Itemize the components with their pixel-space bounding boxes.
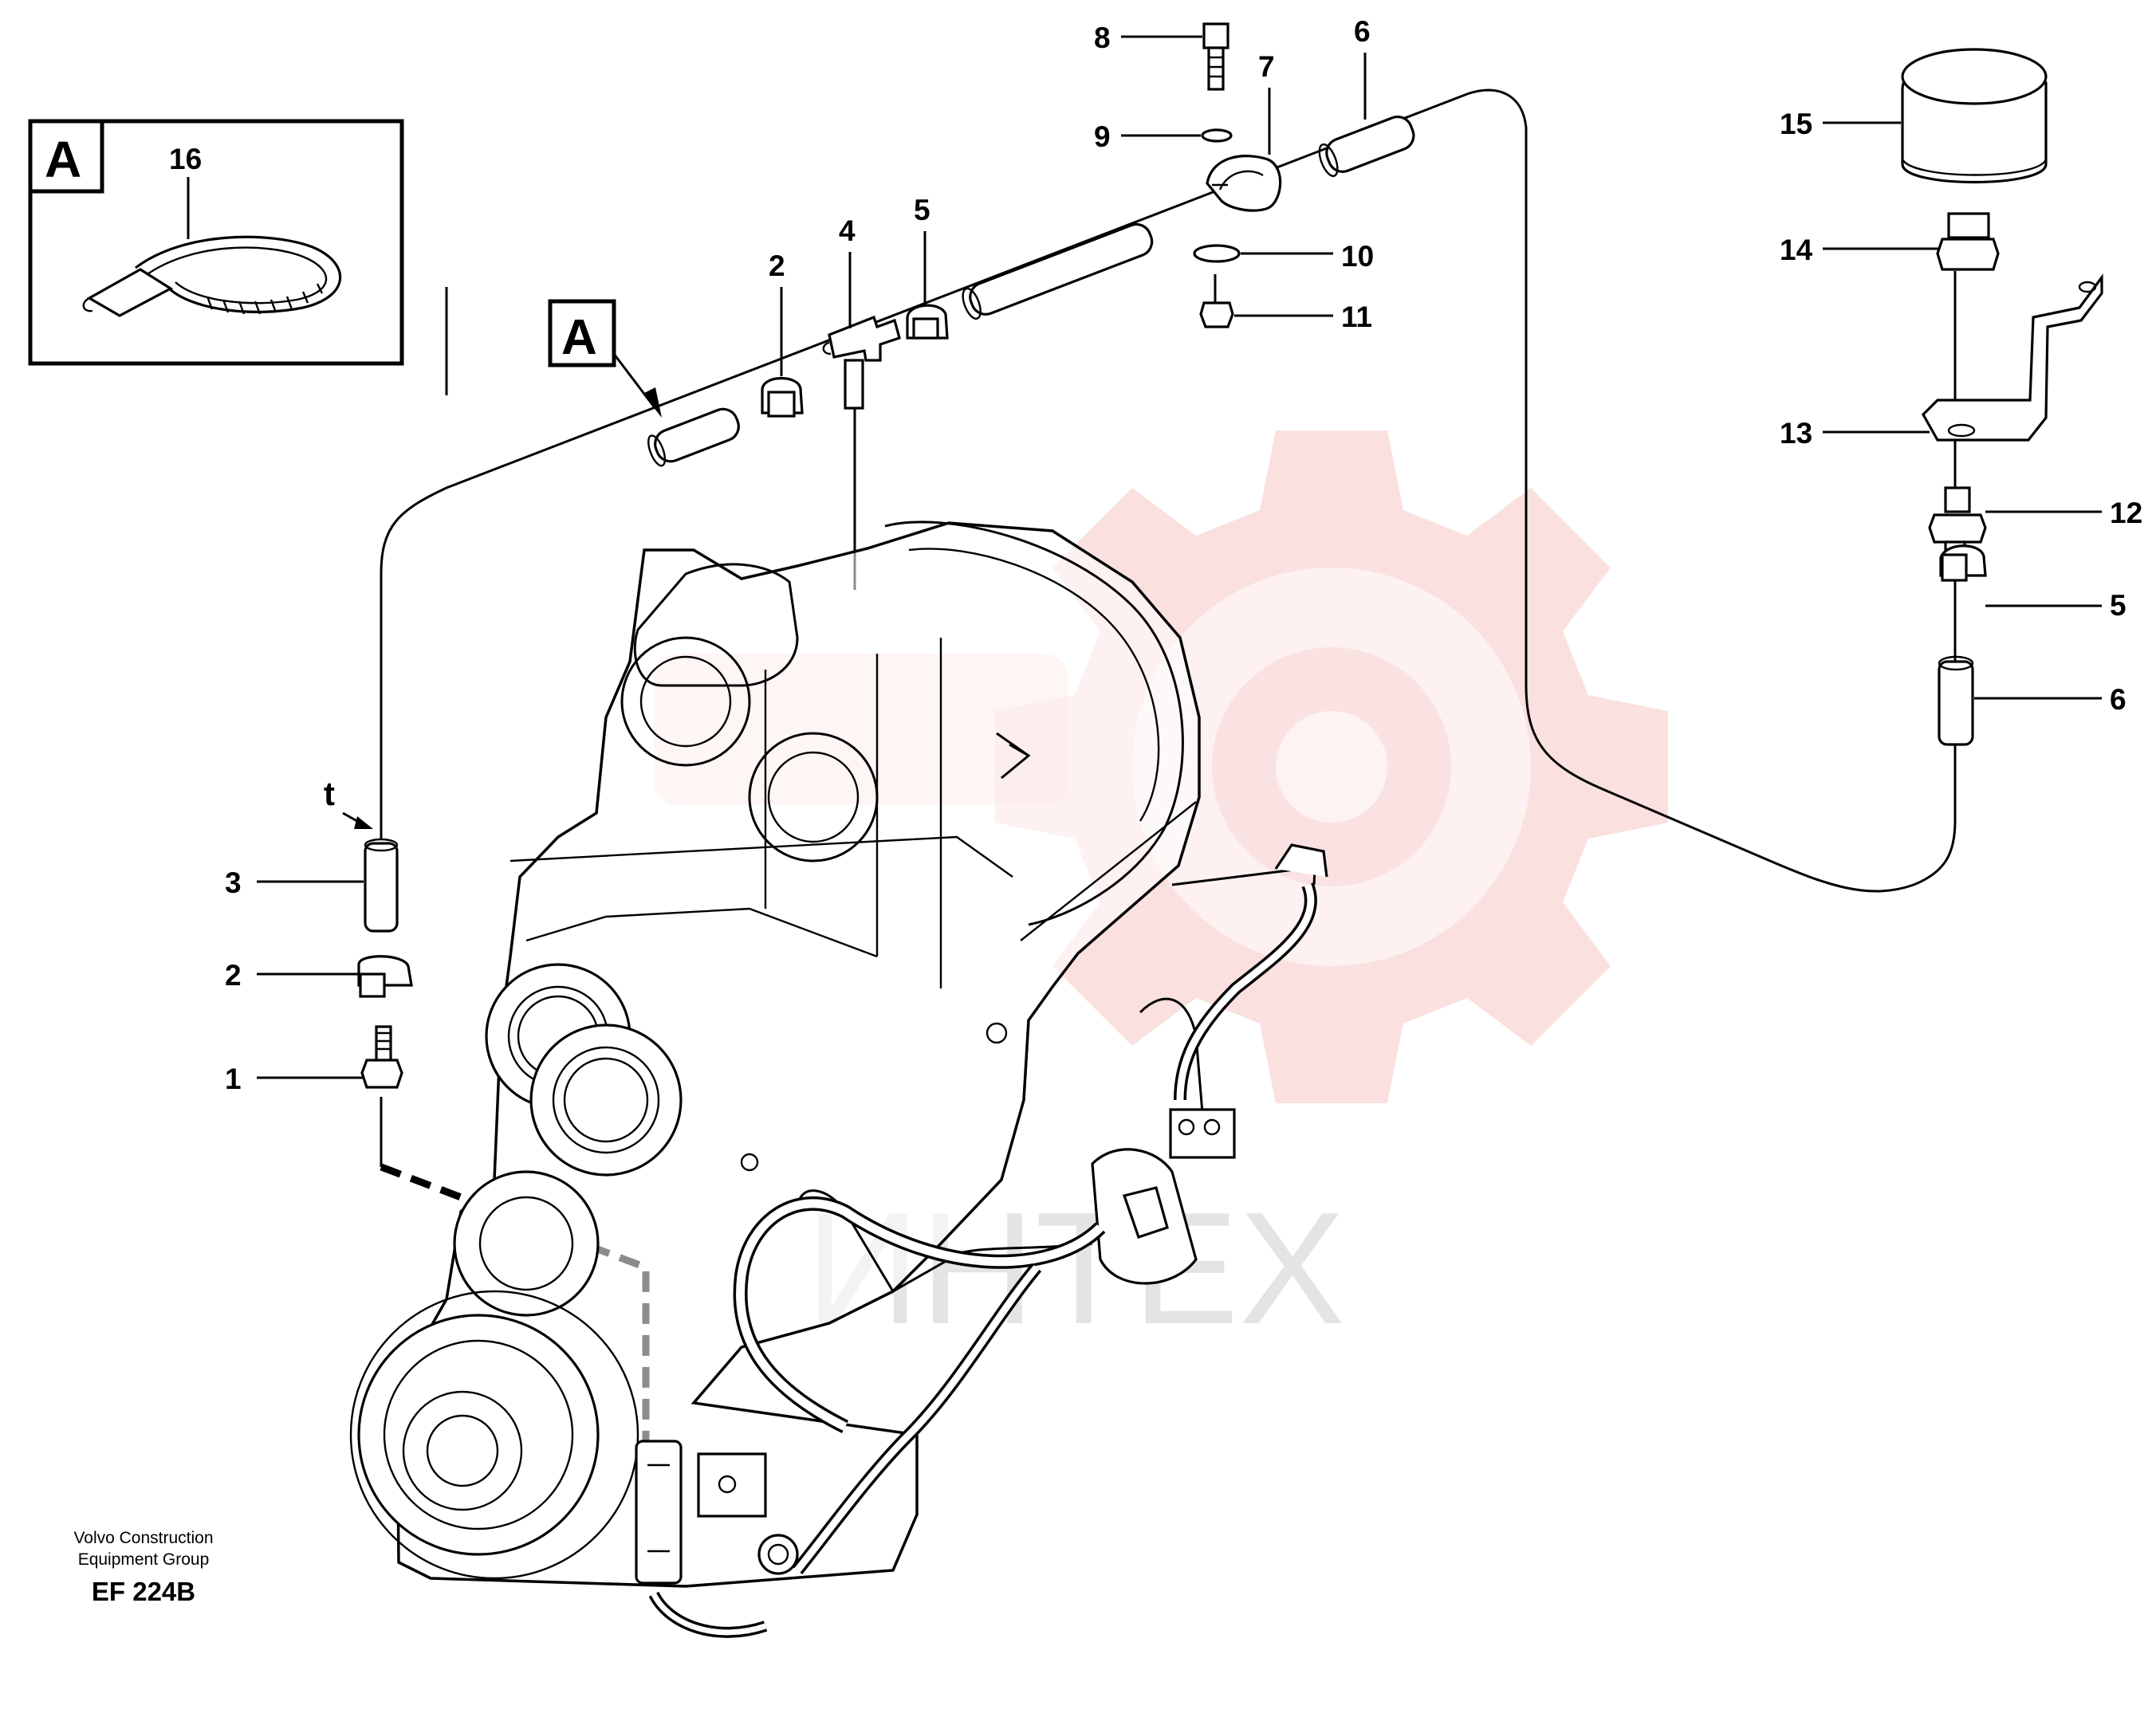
callout-2-upper: 2 <box>769 249 785 282</box>
left-fitting-stack: t <box>324 775 413 1089</box>
detail-box-a: A 16 <box>28 119 404 366</box>
callout-7: 7 <box>1258 50 1275 83</box>
transmission-housing <box>349 521 1317 1588</box>
detail-ref-label: A <box>561 310 597 365</box>
cooler-pipes <box>648 843 1328 1638</box>
callout-10: 10 <box>1341 240 1374 273</box>
footer-company-line2: Equipment Group <box>77 1550 210 1569</box>
cable-tie-icon <box>82 235 342 317</box>
callout-5-top: 5 <box>914 194 930 226</box>
detail-box-label: A <box>45 131 81 188</box>
callout-15: 15 <box>1780 108 1812 140</box>
callout-9: 9 <box>1094 120 1111 153</box>
callout-6-right: 6 <box>2110 683 2126 716</box>
callout-14: 14 <box>1780 234 1813 266</box>
callout-2-lower: 2 <box>225 959 242 992</box>
footer-company-line1: Volvo Construction <box>73 1529 214 1547</box>
callout-12: 12 <box>2110 497 2142 529</box>
detail-ref-a: A <box>548 299 662 418</box>
callout-16: 16 <box>169 143 202 175</box>
marker-t: t <box>324 775 335 812</box>
callout-4: 4 <box>839 214 856 247</box>
footer-company: Volvo Construction Equipment Group <box>24 1527 263 1570</box>
callout-13: 13 <box>1780 417 1812 450</box>
callout-3: 3 <box>225 866 242 899</box>
callout-11: 11 <box>1341 301 1372 333</box>
watermark-gear <box>654 430 1668 1103</box>
footer-diagram-code: EF 224B <box>91 1577 196 1606</box>
top-hose-parts <box>647 22 1415 467</box>
callout-8: 8 <box>1094 22 1111 54</box>
callout-5-right: 5 <box>2110 589 2126 622</box>
vent-hose-routing <box>380 88 1957 1451</box>
breather-assembly <box>1901 48 2103 746</box>
callout-1: 1 <box>225 1063 242 1095</box>
callout-6-top: 6 <box>1354 15 1371 48</box>
